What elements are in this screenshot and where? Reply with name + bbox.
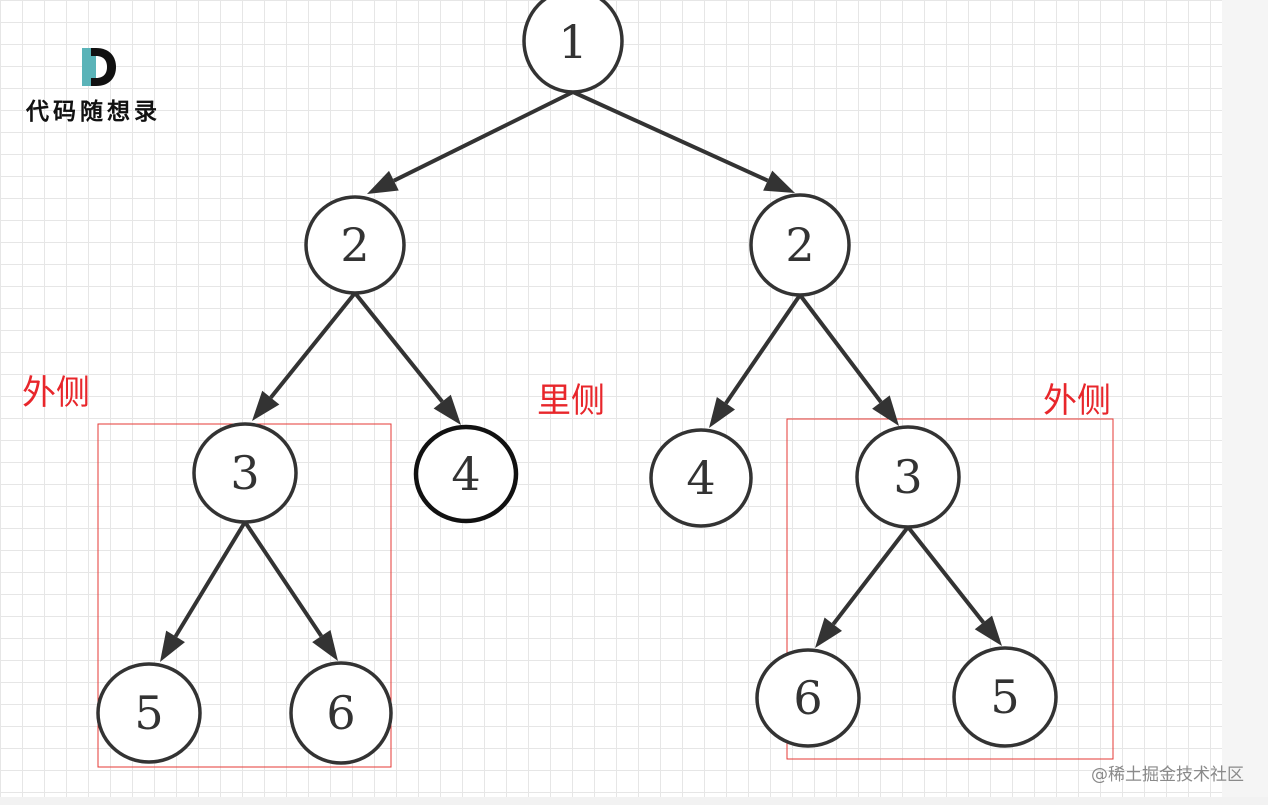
tree-edge bbox=[243, 520, 323, 638]
bottom-strip bbox=[0, 797, 1268, 805]
node-label: 6 bbox=[793, 671, 822, 725]
arrowhead-icon bbox=[709, 397, 736, 428]
tree-edge bbox=[906, 525, 985, 624]
right-outer-label: 外侧 bbox=[1043, 381, 1111, 421]
arrowhead-icon bbox=[974, 615, 1002, 646]
node-label: 3 bbox=[893, 450, 922, 504]
tree-edge bbox=[724, 293, 802, 405]
tree-edge bbox=[831, 525, 910, 626]
tree-node-left-3: 3 bbox=[192, 422, 298, 524]
node-label: 2 bbox=[340, 218, 369, 272]
arrowhead-icon bbox=[367, 170, 399, 194]
node-label: 1 bbox=[558, 15, 587, 69]
logo-text: 代码随想录 bbox=[26, 99, 161, 125]
node-label: 5 bbox=[990, 670, 1019, 724]
arrowhead-icon bbox=[433, 394, 461, 425]
node-label: 6 bbox=[326, 686, 355, 740]
tree-node-right-2: 2 bbox=[749, 193, 851, 297]
tree-edge bbox=[392, 90, 574, 183]
node-label: 5 bbox=[134, 686, 163, 740]
tree-node-right-3: 3 bbox=[855, 425, 961, 529]
logo: 代码随想录 bbox=[26, 42, 176, 125]
tree-edge bbox=[353, 291, 444, 403]
tree-node-left-6: 6 bbox=[289, 661, 393, 765]
arrowhead-icon bbox=[815, 617, 843, 648]
tree-edge bbox=[269, 291, 357, 399]
tree-edge bbox=[173, 520, 247, 638]
right-outer-highlight-box bbox=[786, 418, 1114, 760]
arrowhead-icon bbox=[312, 629, 338, 661]
arrowhead-icon bbox=[160, 630, 185, 662]
inner-label: 里侧 bbox=[537, 381, 605, 421]
left-outer-label: 外侧 bbox=[22, 373, 90, 413]
arrowhead-icon bbox=[252, 390, 280, 421]
node-label: 4 bbox=[451, 447, 480, 501]
tree-node-left-5: 5 bbox=[96, 662, 202, 764]
tree-node-right-4: 4 bbox=[649, 428, 753, 528]
logo-d-mark-icon bbox=[82, 48, 116, 86]
tree-node-root: 1 bbox=[522, 0, 624, 94]
watermark: @稀土掘金技术社区 bbox=[1091, 765, 1244, 785]
tree-node-left-4: 4 bbox=[413, 424, 519, 524]
tree-edge bbox=[572, 90, 769, 183]
node-label: 3 bbox=[230, 446, 259, 500]
tree-edge bbox=[798, 293, 883, 404]
arrowhead-icon bbox=[872, 395, 899, 426]
node-label: 2 bbox=[785, 218, 814, 272]
tree-node-left-2: 2 bbox=[304, 195, 406, 295]
arrowhead-icon bbox=[763, 170, 795, 193]
node-label: 4 bbox=[686, 451, 715, 505]
tree-node-right-5: 5 bbox=[952, 646, 1058, 748]
tree-edges bbox=[160, 90, 1002, 662]
tree-node-right-6: 6 bbox=[755, 648, 861, 748]
